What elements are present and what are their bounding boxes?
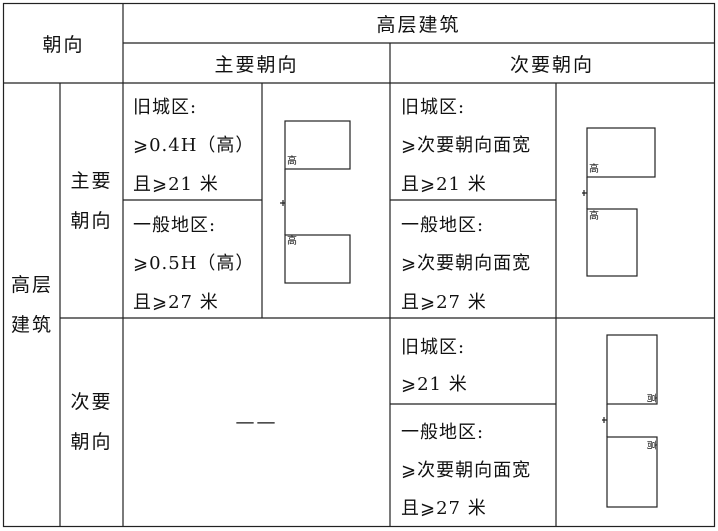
diagram-secondary-secondary	[602, 334, 658, 508]
ss-old-city-title: 旧城区:	[401, 337, 466, 358]
header-orientation: 朝向	[42, 34, 85, 56]
not-applicable-cell: ——	[235, 411, 278, 433]
row-secondary-orientation: 次要 朝向	[70, 391, 113, 453]
ss-general-min: 且⩾27 米	[401, 498, 487, 519]
pp-old-city-rule: ⩾0.4H（高）	[133, 135, 255, 156]
header-secondary-orientation: 次要朝向	[509, 53, 594, 76]
ss-old-city-min: ⩾21 米	[401, 374, 468, 395]
ps-old-city-min: 且⩾21 米	[401, 174, 487, 195]
ps-general-rule: ⩾次要朝向面宽	[401, 253, 532, 274]
pp-general-min: 且⩾27 米	[133, 292, 219, 313]
ss-general-rule: ⩾次要朝向面宽	[401, 460, 532, 481]
ps-old-city-rule: ⩾次要朝向面宽	[401, 135, 532, 156]
ss-general-title: 一般地区:	[401, 422, 485, 443]
diagram1-label-top: 高	[287, 156, 297, 167]
diagram3-label-top: 高	[645, 393, 656, 403]
pp-old-city-min: 且⩾21 米	[133, 174, 219, 195]
ps-old-city-title: 旧城区:	[401, 97, 466, 118]
diagram3-label-bottom: 高	[645, 440, 656, 450]
diagram1-label-bottom: 高	[287, 236, 297, 247]
header-primary-orientation: 主要朝向	[214, 53, 299, 76]
row-primary-orientation: 主要 朝向	[70, 169, 113, 232]
ps-general-title: 一般地区:	[401, 215, 485, 236]
diagram-primary-primary	[280, 120, 351, 284]
diagram2-label-top: 高	[589, 164, 599, 175]
diagram-primary-secondary	[582, 127, 656, 277]
diagram2-label-bottom: 高	[589, 211, 599, 222]
row-group-high-rise: 高层 建筑	[10, 273, 53, 336]
header-high-rise: 高层建筑	[376, 14, 461, 36]
pp-general-rule: ⩾0.5H（高）	[133, 253, 255, 274]
pp-general-title: 一般地区:	[133, 215, 217, 236]
pp-old-city-title: 旧城区:	[133, 97, 198, 118]
ps-general-min: 且⩾27 米	[401, 292, 487, 313]
